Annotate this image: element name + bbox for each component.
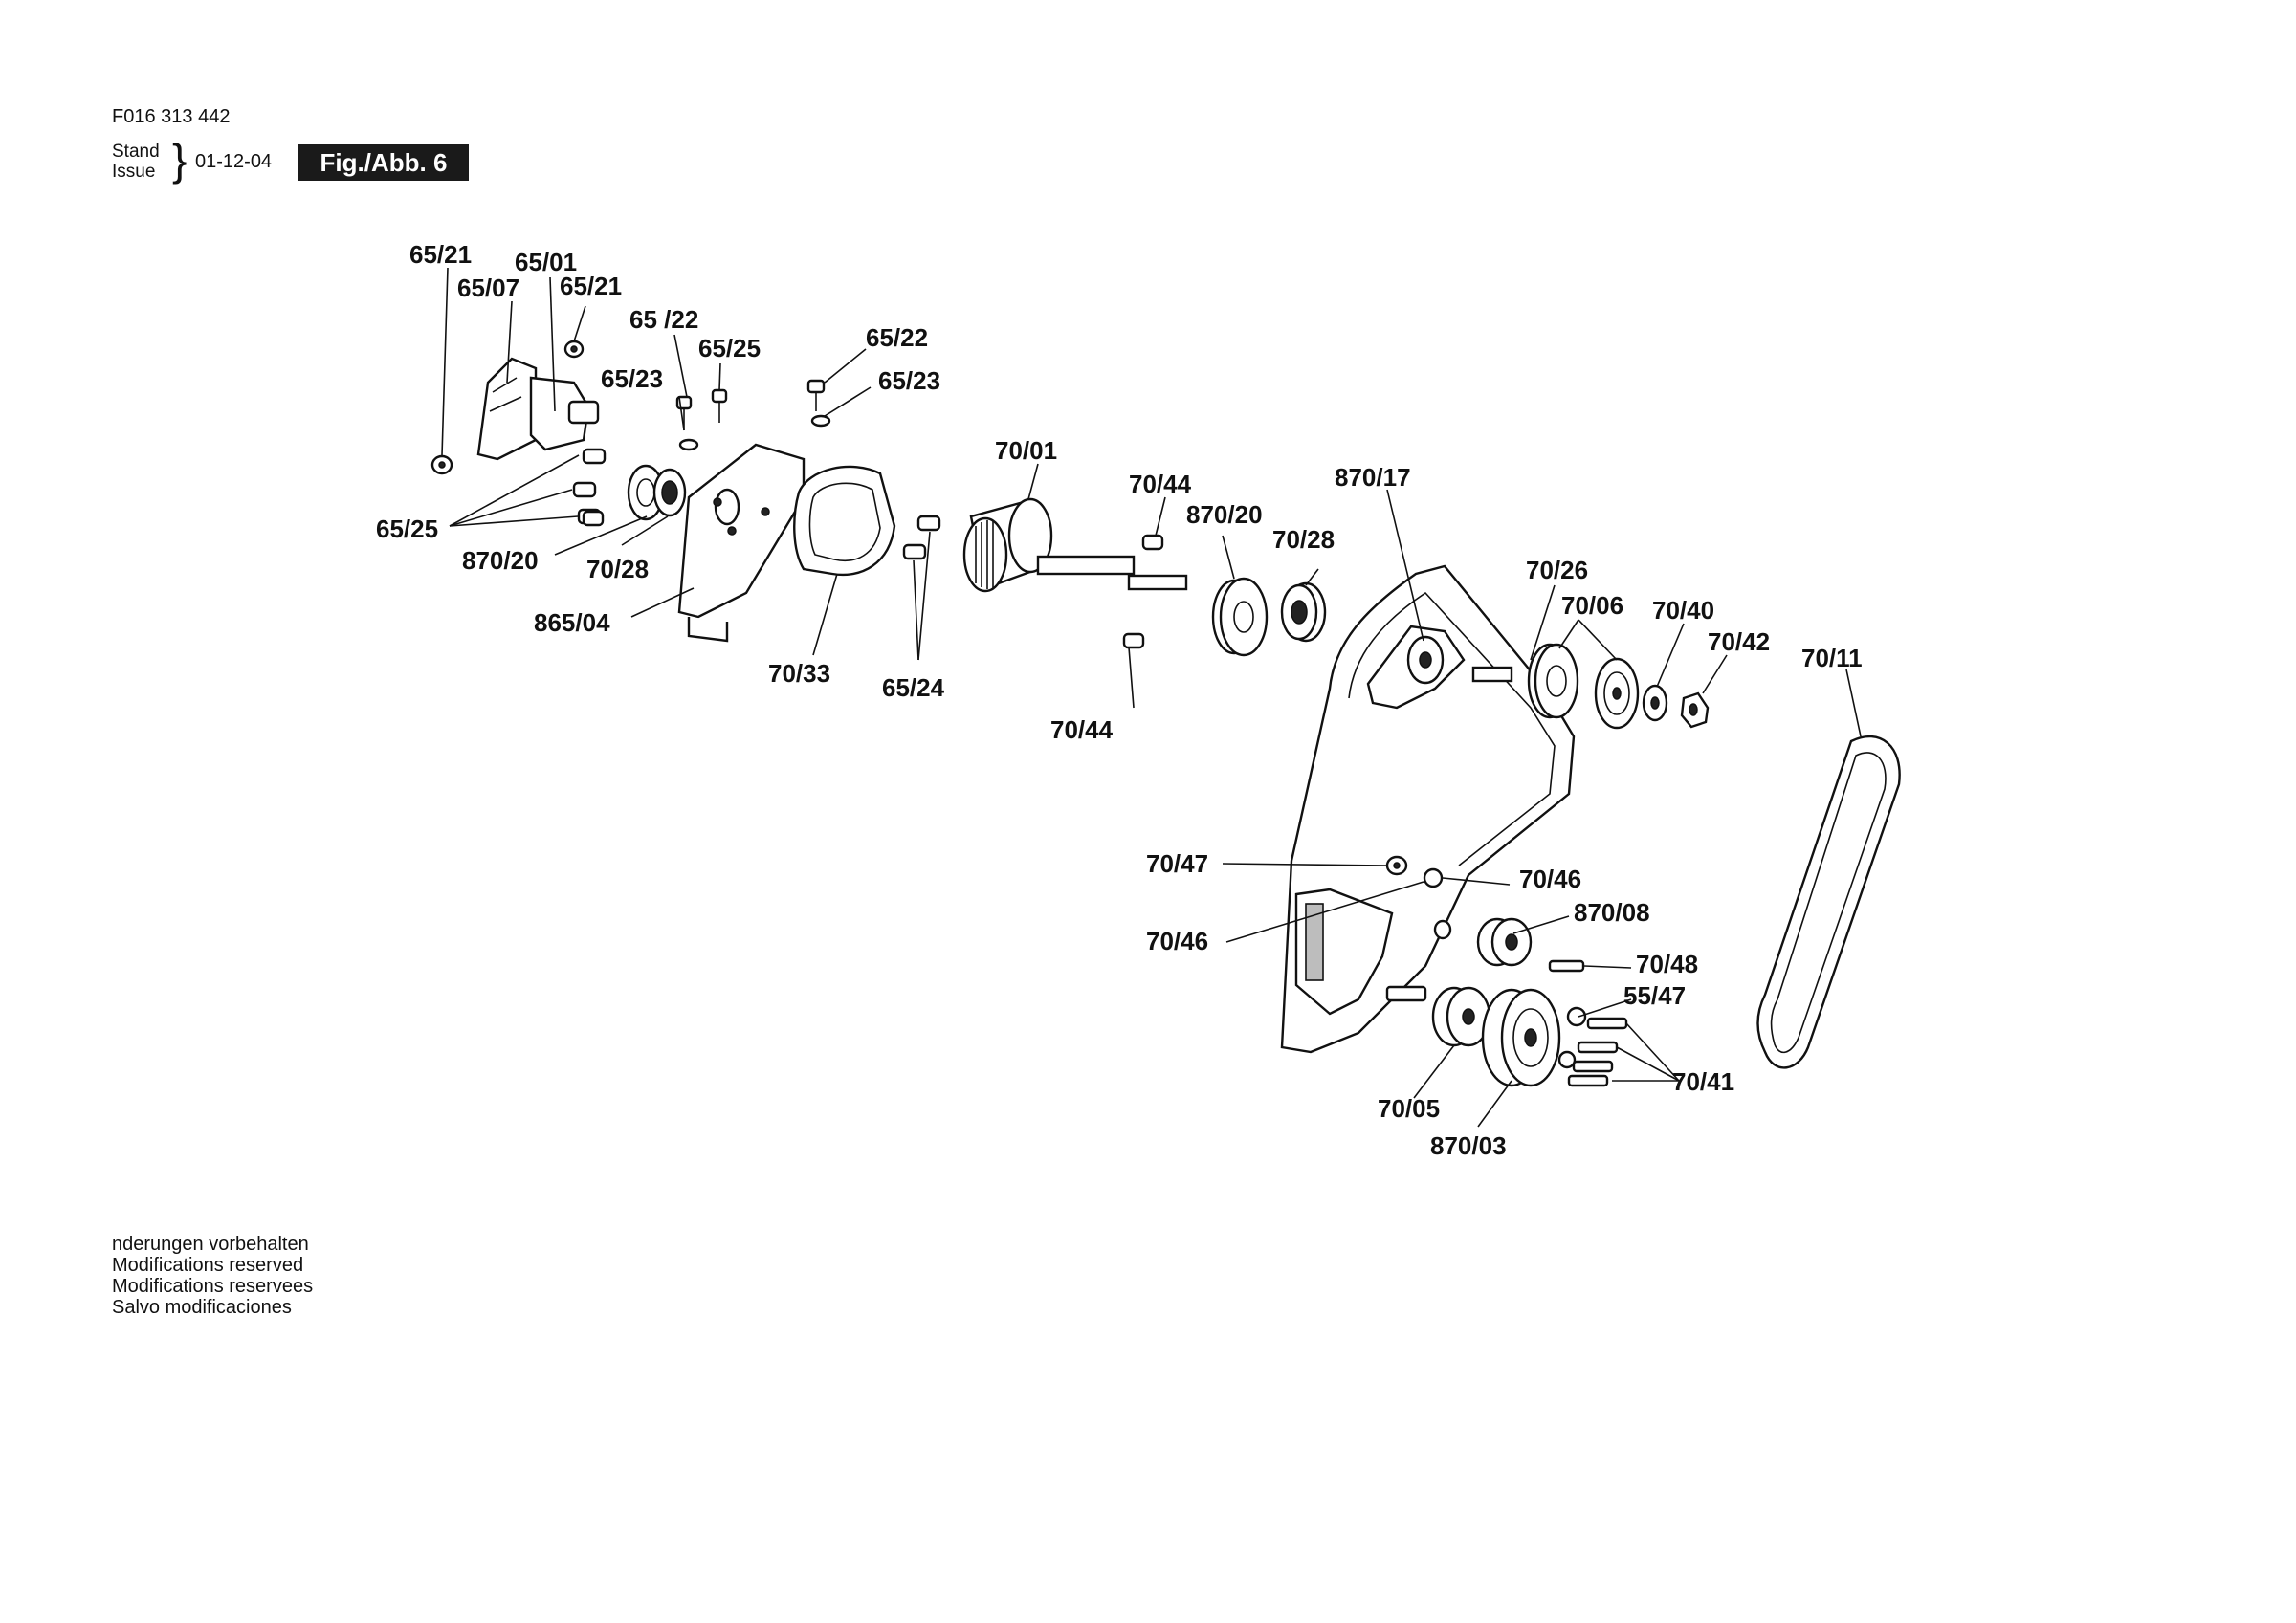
label-870-20-a: 870/20	[462, 546, 539, 575]
modifications-notice: nderungen vorbehalten Modifications rese…	[112, 1234, 313, 1318]
bracket-plate-865-04	[677, 443, 806, 643]
nut-55-47	[1557, 1006, 1587, 1069]
nut-65-21-left	[430, 454, 453, 475]
notice-line-fr: Modifications reservees	[112, 1276, 314, 1297]
label-65-21-a: 65/21	[409, 240, 472, 269]
hub-70-05	[1431, 986, 1491, 1047]
bearing-housing-870-17	[1366, 625, 1466, 710]
label-65-21-b: 65/21	[560, 272, 622, 300]
shaft-70-26	[1471, 643, 1579, 719]
washer-70-46	[1423, 867, 1452, 940]
label-870-08: 870/08	[1574, 898, 1650, 927]
stand-label: Stand	[112, 142, 160, 162]
pulley-70-01	[962, 497, 1188, 593]
nut-70-47	[1385, 855, 1408, 876]
label-70-47: 70/47	[1146, 849, 1208, 878]
bearing-70-28-right	[1280, 581, 1327, 643]
label-55-47: 55/47	[1623, 981, 1686, 1010]
label-65-24: 65/24	[882, 673, 945, 702]
label-70-06: 70/06	[1561, 591, 1623, 620]
document-number: F016 313 442	[112, 106, 231, 127]
label-70-46-a: 70/46	[1519, 865, 1581, 893]
label-70-42: 70/42	[1708, 627, 1770, 656]
screws-70-44	[1122, 534, 1164, 649]
label-70-46-b: 70/46	[1146, 927, 1208, 955]
notice-line-en: Modifications reserved	[112, 1255, 304, 1276]
label-870-17: 870/17	[1335, 463, 1411, 492]
label-70-05: 70/05	[1378, 1094, 1440, 1123]
label-65-22-b: 65/22	[866, 323, 928, 352]
belt-guard-70-33	[793, 465, 896, 577]
issue-label: Issue	[112, 162, 156, 182]
label-65-25-a: 65/25	[698, 334, 761, 362]
label-70-26: 70/26	[1526, 556, 1588, 584]
issue-date: 01-12-04	[195, 151, 273, 172]
label-70-28-a: 70/28	[586, 555, 649, 583]
figure-badge: Fig./Abb. 6	[298, 144, 469, 181]
label-70-44-b: 70/44	[1050, 715, 1114, 744]
pulley-70-06	[1594, 657, 1640, 730]
label-70-01: 70/01	[995, 436, 1057, 465]
label-870-20-b: 870/20	[1186, 500, 1263, 529]
flange-870-20-left	[627, 464, 665, 521]
label-65-25-b: 65/25	[376, 515, 438, 543]
label-65-23-b: 65/23	[878, 366, 940, 395]
notice-line-de: nderungen vorbehalten	[112, 1234, 309, 1255]
flange-870-20-right	[1211, 577, 1269, 657]
drive-belt-70-11	[1756, 735, 1901, 1069]
label-70-44-a: 70/44	[1129, 470, 1192, 498]
label-70-11: 70/11	[1801, 644, 1863, 672]
label-865-04: 865/04	[534, 608, 610, 637]
roller-870-08	[1476, 917, 1533, 967]
label-65-01: 65/01	[515, 248, 577, 276]
label-65-22-a: 65 /22	[629, 305, 698, 334]
label-70-33: 70/33	[768, 659, 830, 688]
notice-line-es: Salvo modificaciones	[112, 1297, 292, 1318]
screws-65-25	[572, 448, 607, 527]
motor-bracket-65-07	[476, 357, 600, 461]
screws-65-22-top	[675, 379, 831, 451]
screws-65-24	[902, 515, 941, 560]
screw-70-48	[1548, 959, 1585, 973]
label-65-23-a: 65/23	[601, 364, 663, 393]
label-65-07: 65/07	[457, 274, 519, 302]
label-70-41: 70/41	[1672, 1067, 1734, 1096]
label-70-40: 70/40	[1652, 596, 1714, 625]
tensioner-bracket	[1294, 888, 1394, 1016]
brace-glyph: }	[172, 135, 188, 185]
screws-70-41	[1567, 1017, 1628, 1087]
part-labels: 65/21 65/01 65/07 65/21 65 /22 65/25 65/…	[376, 240, 1863, 1160]
label-870-03: 870/03	[1430, 1131, 1507, 1160]
nut-65-21-top	[563, 340, 585, 359]
leader-lines	[441, 267, 1862, 1128]
label-70-28-b: 70/28	[1272, 525, 1335, 554]
bolt-stud	[1385, 985, 1427, 1002]
pulley-870-03	[1481, 988, 1561, 1087]
washer-70-40	[1642, 684, 1668, 722]
label-70-48: 70/48	[1636, 950, 1698, 978]
bearing-70-28-left	[652, 468, 687, 517]
nut-70-42	[1680, 691, 1710, 729]
